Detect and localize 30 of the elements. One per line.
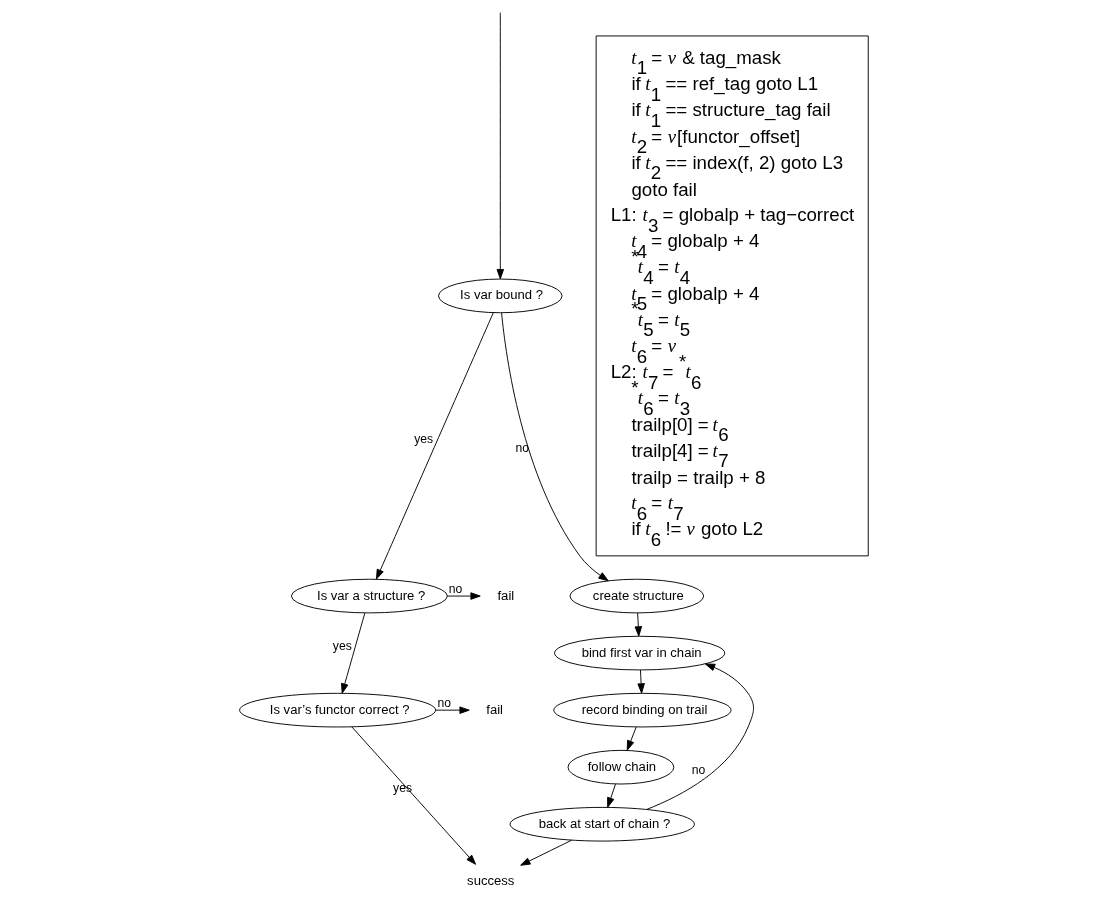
arrow bbox=[626, 726, 637, 751]
arrow bbox=[520, 839, 573, 866]
node-ellipse: Is var’s functor correct ? bbox=[239, 692, 437, 728]
node-ellipse: create structure bbox=[569, 578, 705, 614]
arrow bbox=[646, 663, 754, 810]
edge-label: no bbox=[448, 581, 463, 596]
edge-label: no bbox=[515, 440, 530, 455]
node-text: success bbox=[467, 872, 515, 888]
edge-label: yes bbox=[332, 638, 352, 653]
node-ellipse: follow chain bbox=[567, 749, 675, 785]
arrow bbox=[435, 706, 470, 714]
node-ellipse: Is var bound ? bbox=[438, 278, 563, 314]
node-ellipse: Is var a structure ? bbox=[290, 578, 448, 614]
node-text: fail bbox=[497, 587, 515, 603]
edge-label: yes bbox=[414, 431, 434, 446]
arrow bbox=[446, 592, 481, 600]
arrow bbox=[501, 312, 609, 582]
arrow bbox=[341, 612, 366, 694]
arrow bbox=[375, 312, 494, 580]
node-ellipse: record binding on trail bbox=[553, 692, 732, 728]
arrow bbox=[496, 12, 505, 280]
edge-label: yes bbox=[393, 781, 413, 796]
node-ellipse: back at start of chain ? bbox=[509, 806, 695, 842]
edge-label: no bbox=[691, 762, 706, 777]
arrow bbox=[607, 783, 616, 808]
node-text: fail bbox=[486, 701, 503, 717]
arrow bbox=[634, 612, 643, 637]
edge-label: no bbox=[437, 695, 452, 710]
arrow bbox=[351, 726, 477, 865]
arrow bbox=[637, 669, 645, 694]
